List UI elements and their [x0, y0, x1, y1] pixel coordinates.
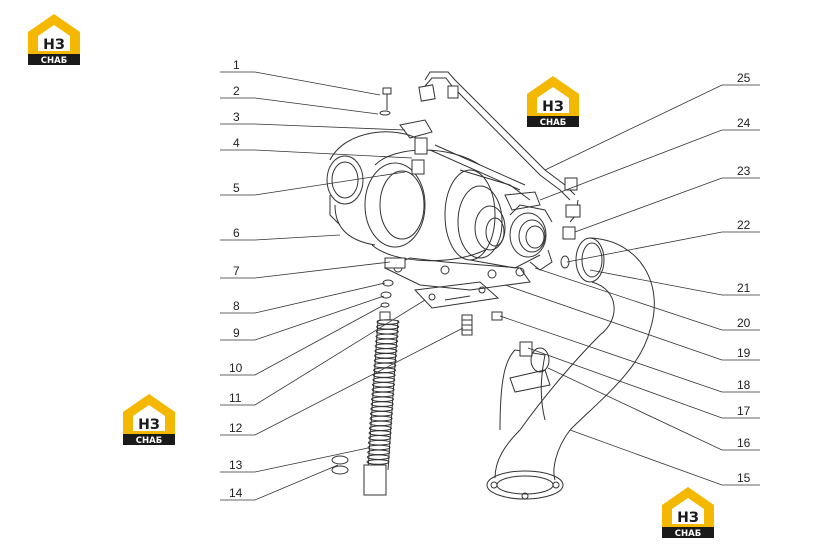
callout-numbers: 1 2 3 4 5 6 7 8 9 10 11 12 13 14 25 24 2… [229, 58, 751, 500]
callout-23: 23 [737, 164, 751, 178]
logo-top-left: НЗ CHAБ [28, 14, 80, 66]
callout-20: 20 [737, 316, 751, 330]
logo-mark-text: НЗ [542, 99, 564, 115]
logo-brand-text: CHAБ [41, 56, 67, 66]
logo-brand-text: CHAБ [540, 118, 566, 128]
callout-16: 16 [737, 436, 751, 450]
logo-bottom-right: НЗ CHAБ [662, 487, 714, 539]
callout-2: 2 [233, 84, 240, 98]
callout-15: 15 [737, 471, 751, 485]
callout-5: 5 [233, 181, 240, 195]
logo-mid-left: НЗ CHAБ [123, 394, 175, 446]
callout-1: 1 [233, 58, 240, 72]
callout-21: 21 [737, 281, 751, 295]
logo-brand-text: CHAБ [136, 436, 162, 446]
callout-25: 25 [737, 71, 751, 85]
callout-22: 22 [737, 218, 751, 232]
callout-3: 3 [233, 110, 240, 124]
callout-11: 11 [229, 391, 242, 405]
callout-12: 12 [229, 421, 243, 435]
callout-4: 4 [233, 136, 240, 150]
callout-10: 10 [229, 361, 243, 375]
callout-7: 7 [233, 264, 240, 278]
callout-14: 14 [229, 486, 243, 500]
logo-brand-text: CHAБ [675, 529, 701, 539]
callout-8: 8 [233, 299, 240, 313]
callout-19: 19 [737, 346, 751, 360]
callout-18: 18 [737, 378, 751, 392]
callout-9: 9 [233, 326, 240, 340]
turbocharger-drawing [326, 71, 655, 500]
callout-6: 6 [233, 226, 240, 240]
callout-13: 13 [229, 458, 243, 472]
callout-24: 24 [737, 116, 751, 130]
logo-mark-text: НЗ [138, 417, 160, 433]
callout-17: 17 [737, 404, 751, 418]
callout-leaders [220, 71, 760, 501]
logo-mark-text: НЗ [43, 37, 65, 53]
logo-top-center: НЗ CHAБ [527, 76, 579, 128]
logo-mark-text: НЗ [677, 510, 699, 526]
